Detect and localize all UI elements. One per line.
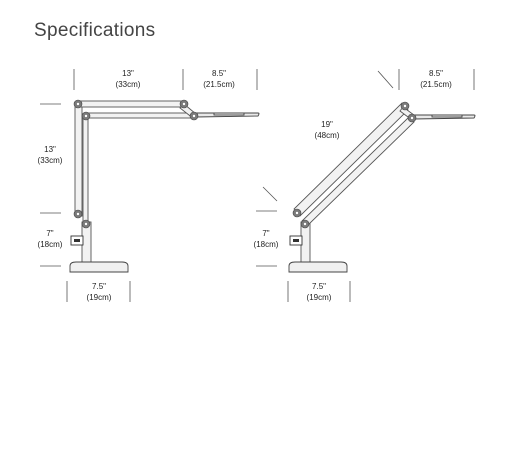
switch-indicator-right bbox=[293, 239, 299, 242]
dim-lower-height-cm: (18cm) bbox=[38, 240, 63, 249]
dim-arm-width-inches: 13" bbox=[122, 69, 134, 78]
dim-head-width-inches: 8.5" bbox=[212, 69, 226, 78]
dim-diagonal-arm-cm: (48cm) bbox=[315, 131, 340, 140]
dimension-ticks-left bbox=[40, 69, 258, 302]
dim-head-width-right-inches: 8.5" bbox=[429, 69, 443, 78]
lamp-base-right bbox=[288, 261, 348, 273]
joints-right bbox=[292, 101, 417, 229]
dim-head-width-cm: (21.5cm) bbox=[203, 80, 235, 89]
lamp-base bbox=[69, 261, 129, 273]
vertical-arm-outer bbox=[74, 103, 83, 217]
lamp-drawing-angled: 8.5" (21.5cm) 19" (48cm) 7" (18cm) 7.5" … bbox=[254, 69, 476, 302]
switch-indicator bbox=[74, 239, 80, 242]
lamp-head-led-strip-right bbox=[431, 114, 463, 118]
joints-left bbox=[73, 99, 199, 229]
dimension-ticks-right bbox=[256, 69, 475, 302]
horizontal-arm-inner bbox=[85, 112, 195, 119]
dim-arm-height-inches: 13" bbox=[44, 145, 56, 154]
dim-lower-height-right-cm: (18cm) bbox=[254, 240, 279, 249]
page-title: Specifications bbox=[34, 20, 156, 41]
dim-diagonal-arm-inches: 19" bbox=[321, 120, 333, 129]
dim-base-width-right-inches: 7.5" bbox=[312, 282, 326, 291]
dim-base-width-cm: (19cm) bbox=[87, 293, 112, 302]
dim-base-width-right-cm: (19cm) bbox=[307, 293, 332, 302]
diagonal-arm-outer bbox=[293, 102, 409, 217]
dim-head-width-right-cm: (21.5cm) bbox=[420, 80, 452, 89]
dim-lower-height-inches: 7" bbox=[46, 229, 53, 238]
dim-arm-height-cm: (33cm) bbox=[38, 156, 63, 165]
vertical-arm-inner bbox=[82, 115, 89, 223]
lamp-head-led-strip bbox=[213, 112, 245, 116]
dim-base-width-inches: 7.5" bbox=[92, 282, 106, 291]
dim-arm-width-cm: (33cm) bbox=[116, 80, 141, 89]
dim-lower-height-right-inches: 7" bbox=[262, 229, 269, 238]
horizontal-arm-outer bbox=[77, 100, 185, 108]
lamp-drawing-extended: 13" (33cm) 8.5" (21.5cm) 13" (33cm) 7" (… bbox=[38, 69, 260, 302]
